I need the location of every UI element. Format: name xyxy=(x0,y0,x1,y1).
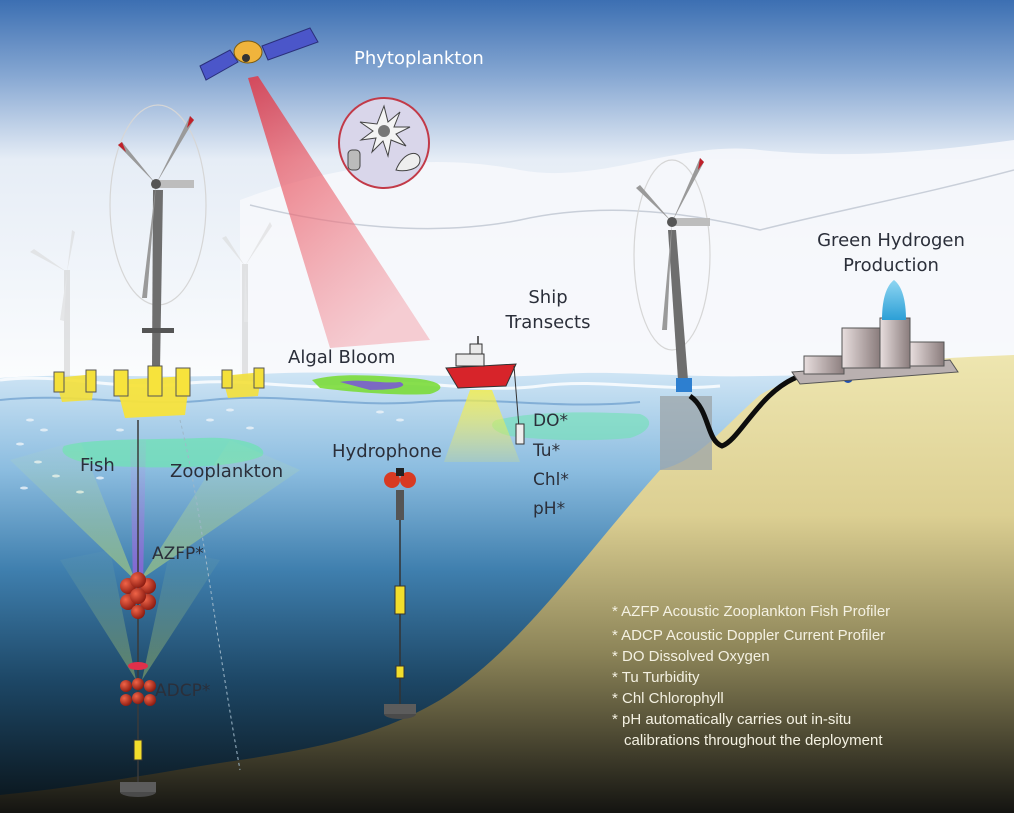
label-ship-transects: Ship Transects xyxy=(498,287,598,333)
cloud-edge xyxy=(249,169,1014,231)
azfp-sonar-cone-right xyxy=(140,440,300,580)
label-ship-transects-line1: Ship xyxy=(528,287,568,308)
legend-item-adcp: * ADCP Acoustic Doppler Current Profiler xyxy=(612,627,886,644)
label-zooplankton: Zooplankton xyxy=(170,461,284,482)
floating-platform-mid xyxy=(221,367,265,398)
label-azfp: AZFP* xyxy=(152,544,204,564)
label-tu: Tu* xyxy=(533,441,561,461)
floating-platform-main xyxy=(113,365,191,418)
algal-bloom-patch-purple xyxy=(340,380,404,390)
legend-item-do: * DO Dissolved Oxygen xyxy=(612,648,770,665)
satellite-panel-left xyxy=(199,49,239,81)
green-hydrogen-plant xyxy=(791,280,959,385)
ship-sonar-beams xyxy=(444,390,520,462)
seabed-shore xyxy=(0,355,1014,813)
azfp-sonar-cone-left xyxy=(10,440,135,580)
legend-item-azfp: * AZFP Acoustic Zooplankton Fish Profile… xyxy=(612,603,891,620)
sea-surface-wave-2 xyxy=(0,396,641,406)
azfp-mooring xyxy=(120,420,156,797)
satellite-sensor xyxy=(242,54,250,62)
label-algal-bloom: Algal Bloom xyxy=(288,347,396,368)
legend-item-chl: * Chl Chlorophyll xyxy=(612,690,724,707)
wind-turbine-mid-faded xyxy=(222,222,272,380)
satellite-body xyxy=(233,40,263,64)
ctd-sensor xyxy=(515,423,525,445)
label-green-hydrogen: Green Hydrogen Production xyxy=(810,230,972,276)
legend-item-ph-continued: calibrations throughout the deployment xyxy=(624,732,883,749)
satellite-panel-right xyxy=(261,27,319,61)
label-ship-transects-line2: Transects xyxy=(505,312,591,333)
phytoplankton-magnifier xyxy=(338,97,430,189)
label-do: DO* xyxy=(533,411,568,431)
adcp-sonar-cone-right xyxy=(142,550,220,680)
label-adcp: ADCP* xyxy=(155,681,211,701)
research-ship xyxy=(445,336,521,441)
adcp-sonar-cone-left xyxy=(60,550,136,680)
wind-turbine-right xyxy=(633,158,711,380)
label-green-hydrogen-line1: Green Hydrogen xyxy=(817,230,965,251)
chlorophyll-patch xyxy=(492,412,650,441)
label-hydrophone: Hydrophone xyxy=(332,441,442,462)
satellite-beam xyxy=(248,76,430,348)
label-green-hydrogen-line2: Production xyxy=(843,255,939,276)
label-chl: Chl* xyxy=(533,470,569,490)
label-ph: pH* xyxy=(533,499,566,519)
abbreviation-legend: * AZFP Acoustic Zooplankton Fish Profile… xyxy=(612,601,1007,751)
mooring-line-dashed xyxy=(179,419,241,771)
hydrophone-mooring xyxy=(384,468,416,719)
satellite xyxy=(199,27,319,81)
legend-item-ph: * pH automatically carries out in-situ xyxy=(612,711,852,728)
label-fish: Fish xyxy=(80,455,115,476)
wind-turbine-left-faded xyxy=(30,230,75,380)
wind-turbine-main xyxy=(109,104,207,370)
legend-item-tu: * Tu Turbidity xyxy=(612,669,700,686)
floating-platform-left xyxy=(53,369,97,402)
label-phytoplankton: Phytoplankton xyxy=(354,48,484,69)
zooplankton-patch xyxy=(62,437,264,468)
cloud-band xyxy=(240,140,1014,380)
